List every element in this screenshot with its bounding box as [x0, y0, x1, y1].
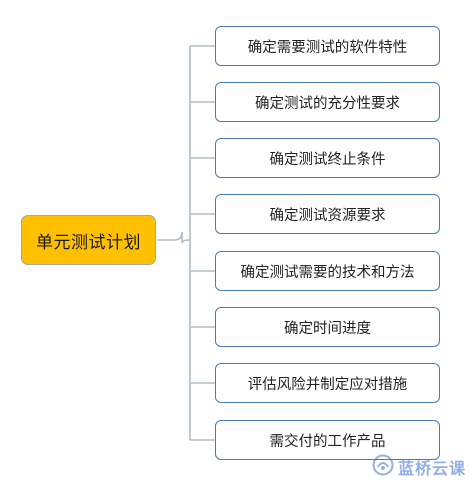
root-node: 单元测试计划: [21, 215, 156, 265]
branch-node-8: 需交付的工作产品: [215, 420, 440, 460]
watermark-text: 蓝桥云课: [397, 459, 466, 478]
branch-node-label: 确定测试的充分性要求: [255, 95, 400, 112]
branch-node-4: 确定测试资源要求: [215, 194, 440, 234]
branch-node-7: 评估风险并制定应对措施: [215, 363, 440, 403]
branch-node-label: 确定时间进度: [284, 320, 371, 337]
connector-root-brace: [157, 231, 191, 244]
lanqiao-logo-icon: [372, 454, 394, 480]
branch-node-label: 确定测试终止条件: [269, 151, 386, 168]
branch-node-5: 确定测试需要的技术和方法: [215, 251, 440, 291]
branch-node-label: 确定测试资源要求: [269, 207, 386, 224]
branch-node-label: 需交付的工作产品: [269, 433, 386, 450]
root-node-label: 单元测试计划: [36, 232, 141, 253]
branch-node-label: 评估风险并制定应对措施: [247, 376, 408, 393]
watermark: 蓝桥云课: [372, 454, 466, 480]
branch-node-3: 确定测试终止条件: [215, 138, 440, 178]
branch-node-6: 确定时间进度: [215, 307, 440, 347]
branch-node-label: 确定测试需要的技术和方法: [240, 264, 415, 281]
branch-node-label: 确定需要测试的软件特性: [247, 39, 408, 56]
branch-node-2: 确定测试的充分性要求: [215, 82, 440, 122]
branch-node-1: 确定需要测试的软件特性: [215, 26, 440, 66]
